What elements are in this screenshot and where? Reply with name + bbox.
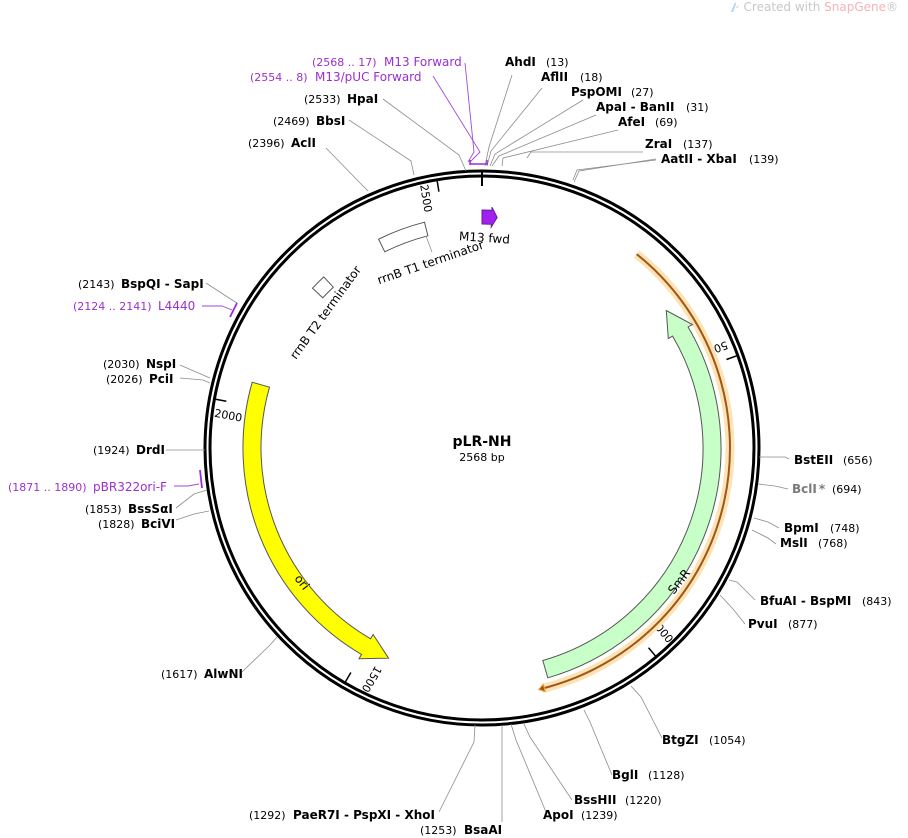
- watermark-brand: SnapGene: [824, 0, 886, 14]
- site-msli-pos: (768): [818, 537, 848, 550]
- plasmid-name: pLR-NH: [453, 434, 512, 450]
- site-bfuai-bspmi-pos: (843): [862, 595, 892, 608]
- site-drdi-name: DrdI: [136, 443, 165, 457]
- site-pvui-pos: (877): [788, 618, 818, 631]
- site-leaders: [166, 74, 790, 822]
- site-bcli-enzyme: BclI: [792, 482, 817, 496]
- backbone-outer-ring: [203, 169, 761, 727]
- site-bsshii-pos: (1220): [625, 794, 662, 807]
- site-bcivi-name: BciVI: [141, 517, 175, 531]
- site-hpai-name: HpaI: [347, 92, 378, 106]
- primer-l4440-name: L4440: [158, 299, 195, 313]
- site-bfuai-bspmi-name: BfuAI - BspMI: [760, 594, 851, 608]
- site-bbsi-name: BbsI: [316, 114, 345, 128]
- site-bsteii-name: BstEII: [794, 453, 833, 467]
- site-apai-banii-name: ApaI - BanII: [596, 100, 675, 114]
- scale-tick-2000: [214, 398, 227, 402]
- primer-pbr322ori-f-range: (1871 .. 1890): [8, 481, 87, 494]
- site-acli-name: AclI: [291, 136, 316, 150]
- site-btgzi-name: BtgZI: [662, 733, 699, 747]
- site-drdi-pos: (1924): [93, 444, 130, 457]
- scale-tick-1000: [647, 647, 657, 658]
- primer-marks: [174, 62, 488, 489]
- site-pvui-name: PvuI: [748, 617, 778, 631]
- snapgene-watermark: Created with SnapGene®: [730, 0, 898, 14]
- site-bpmi-name: BpmI: [784, 521, 819, 535]
- site-ahdi-name: AhdI: [505, 55, 536, 69]
- primer-m13-forward-range: (2568 .. 17): [312, 56, 377, 69]
- site-bgli-pos: (1128): [648, 769, 685, 782]
- site-bsssai-pos: (1853): [85, 503, 122, 516]
- site-aatii-xbai-name: AatII - XbaI: [661, 152, 737, 166]
- feature-rrnbt2-box[interactable]: [311, 276, 335, 299]
- site-pspomi-pos: (27): [631, 86, 654, 99]
- site-aatii-xbai-pos: (139): [749, 153, 779, 166]
- site-bcli-name: BclI*: [792, 482, 826, 496]
- site-paer7i-xhoi-name: PaeR7I - PspXI - XhoI: [293, 808, 435, 822]
- site-afei-pos: (69): [655, 116, 678, 129]
- primer-m13-forward-name: M13 Forward: [384, 55, 462, 69]
- watermark-suffix: ®: [886, 0, 898, 14]
- site-afei-name: AfeI: [618, 115, 645, 129]
- site-bsaai-name: BsaAI: [464, 823, 502, 837]
- site-pcii-pos: (2026): [106, 373, 143, 386]
- scale-tick-2500: [436, 179, 440, 192]
- site-bpmi-pos: (748): [830, 522, 860, 535]
- site-alwni-name: AlwNI: [204, 667, 243, 681]
- sequence-highlight-arrowhead: [537, 683, 547, 693]
- watermark-prefix: Created with: [743, 0, 825, 14]
- site-pcii-name: PciI: [149, 372, 174, 386]
- feature-rrnbt2-label: rrnB T2 terminator: [287, 263, 364, 362]
- site-pspomi-name: PspOMI: [571, 85, 622, 99]
- site-apoi-name: ApoI: [543, 808, 574, 822]
- site-aflii-name: AflII: [541, 70, 568, 84]
- site-ahdi-pos: (13): [546, 56, 569, 69]
- site-bspqi-sapi-name: BspQI - SapI: [121, 277, 204, 291]
- feature-rrnbt1-box[interactable]: [377, 221, 429, 253]
- site-bspqi-sapi-pos: (2143): [78, 278, 115, 291]
- site-bsssai-name: BssSαI: [128, 502, 173, 516]
- site-bcli-star: *: [819, 482, 826, 496]
- site-bbsi-pos: (2469): [273, 115, 310, 128]
- site-apai-banii-pos: (31): [686, 101, 709, 114]
- scale-tick-label-1500: 1500: [359, 664, 384, 695]
- scale-tick-500: [726, 354, 738, 361]
- feature-ori-arrow[interactable]: [242, 381, 390, 660]
- site-msli-name: MslI: [780, 536, 808, 550]
- primer-l4440-range: (2124 .. 2141): [73, 300, 152, 313]
- snapgene-logo-icon: [730, 2, 739, 12]
- site-bsaai-pos: (1253): [420, 824, 457, 837]
- scale-tick-label-2000: 2000: [213, 407, 243, 425]
- site-acli-pos: (2396): [248, 137, 285, 150]
- feature-m13fwd-arrow[interactable]: [481, 206, 498, 230]
- primer-m13-puc-forward-name: M13/pUC Forward: [315, 70, 422, 84]
- site-paer7i-xhoi-pos: (1292): [249, 809, 286, 822]
- site-bsshii-name: BssHII: [574, 793, 616, 807]
- feature-m13fwd-label: M13 fwd: [459, 229, 511, 247]
- site-apoi-pos: (1239): [581, 809, 618, 822]
- site-btgzi-pos: (1054): [709, 734, 746, 747]
- site-bcli-pos: (694): [832, 483, 862, 496]
- site-alwni-pos: (1617): [161, 668, 198, 681]
- feature-rrnbt1-leader: [425, 235, 433, 253]
- plasmid-size: 2568 bp: [459, 451, 504, 464]
- scale-tick-1500: [344, 672, 352, 684]
- primer-m13-puc-forward-range: (2554 .. 8): [250, 71, 308, 84]
- site-bgli-name: BglI: [612, 768, 638, 782]
- scale-tick-label-2500: 2500: [417, 184, 434, 214]
- primer-pbr322ori-f-name: pBR322ori-F: [93, 480, 167, 494]
- site-bcivi-pos: (1828): [98, 518, 135, 531]
- site-nspi-pos: (2030): [103, 358, 140, 371]
- site-hpai-pos: (2533): [304, 93, 341, 106]
- sequence-highlight-line: [541, 253, 731, 690]
- site-bsteii-pos: (656): [843, 454, 873, 467]
- site-zrai-name: ZraI: [645, 137, 672, 151]
- feature-smr-arrow[interactable]: [542, 309, 722, 679]
- site-aflii-pos: (18): [580, 71, 603, 84]
- site-zrai-pos: (137): [683, 138, 713, 151]
- site-nspi-name: NspI: [146, 357, 176, 371]
